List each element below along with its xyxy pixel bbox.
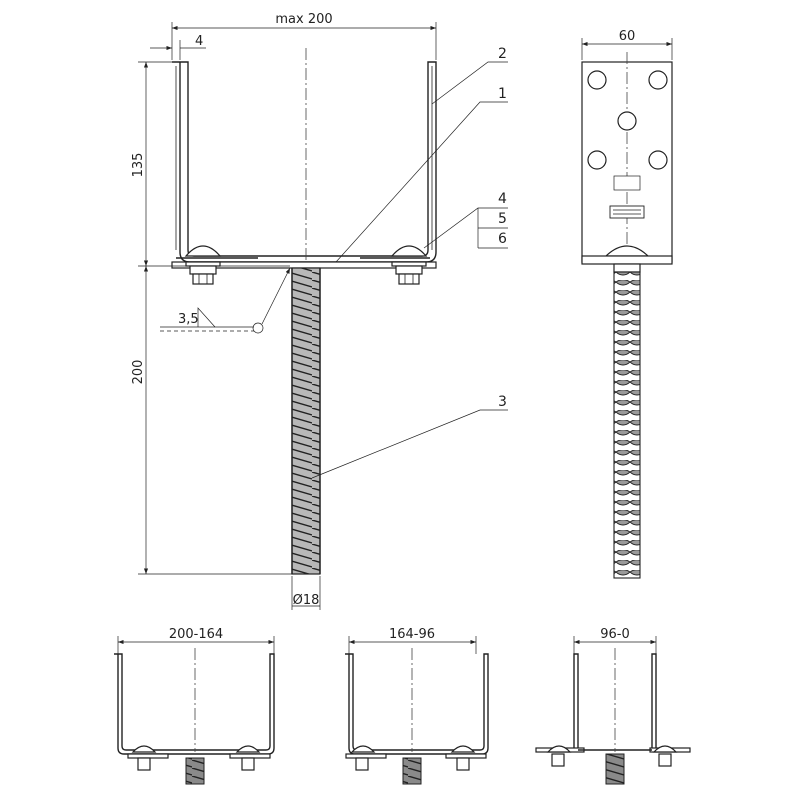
callout-6: 6 <box>498 231 507 247</box>
variant-b: 164-96 <box>345 627 489 785</box>
callout-2: 2 <box>498 46 507 62</box>
dim-range-b: 164-96 <box>389 627 435 642</box>
front-view: max 200 4 135 200 3,5 Ø18 <box>131 12 508 610</box>
dim-top-width: max 200 <box>275 12 332 27</box>
dim-side-width: 60 <box>619 29 636 44</box>
bolt-left <box>176 245 258 285</box>
callout-4: 4 <box>498 191 507 207</box>
dim-range-c: 96-0 <box>600 627 630 642</box>
side-rebar <box>613 271 641 579</box>
dim-bar-diameter: Ø18 <box>293 593 320 608</box>
u-bracket <box>172 61 437 263</box>
callout-3: 3 <box>498 394 507 410</box>
dim-upright-height: 135 <box>131 153 146 178</box>
dim-range-a: 200-164 <box>169 627 223 642</box>
weld-size: 3,5 <box>178 312 199 327</box>
dim-anchor-length: 200 <box>131 360 146 385</box>
variant-c: 96-0 <box>535 627 691 785</box>
callout-5: 5 <box>498 211 507 227</box>
dim-flange-thickness: 4 <box>195 34 203 49</box>
bolt-right <box>360 245 430 285</box>
callout-1: 1 <box>498 86 507 102</box>
variant-a: 200-164 <box>114 627 275 785</box>
side-view: 60 <box>581 29 673 579</box>
stamp-marking <box>609 175 645 219</box>
